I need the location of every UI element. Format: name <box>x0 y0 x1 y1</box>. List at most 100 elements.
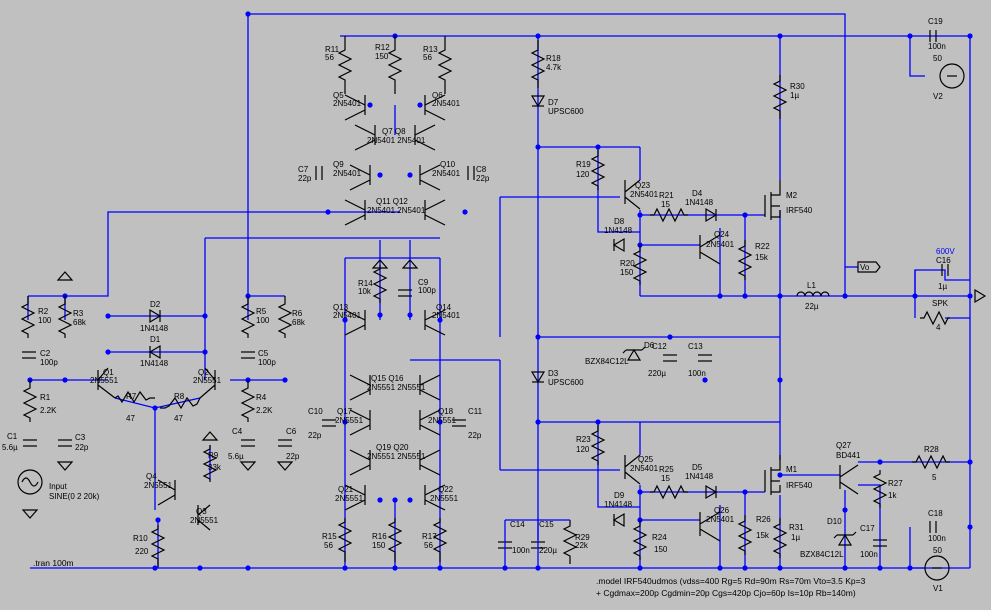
label-c16-rating: 600V <box>936 247 955 256</box>
label-q7-q8-type: 2N5401 2N5401 <box>367 136 426 145</box>
resistor-r20 <box>632 245 648 285</box>
resistor-r5 <box>240 296 256 338</box>
label-q25-type: 2N5401 <box>630 464 659 473</box>
diode-d3 <box>530 371 546 384</box>
label-r1-value: 2.2K <box>40 406 57 415</box>
label-r20: R20 <box>620 259 635 268</box>
label-c17-value: 100n <box>860 550 878 559</box>
resistor-r21 <box>650 207 688 223</box>
label-r28: R28 <box>924 445 939 454</box>
label-c16: C16 <box>936 256 951 265</box>
label-r7-value: 47 <box>126 414 135 423</box>
label-spk: SPK <box>932 299 949 308</box>
label-r22: R22 <box>755 242 770 251</box>
label-q14: Q14 <box>436 303 452 312</box>
capacitor-c16 <box>941 264 949 276</box>
label-q11-q12: Q11 Q12 <box>376 197 408 206</box>
diode-d7 <box>530 95 546 108</box>
resistor-r4 <box>240 380 256 422</box>
label-q21-type: 2N5551 <box>335 494 364 503</box>
label-c3: C3 <box>75 433 86 442</box>
resistor-r29 <box>562 520 578 564</box>
label-r4: R4 <box>256 393 267 402</box>
label-r24-value: 150 <box>654 545 668 554</box>
label-r5: R5 <box>256 307 267 316</box>
label-q21: Q21 <box>338 485 354 494</box>
label-q1: Q1 <box>103 368 114 377</box>
label-r26: R26 <box>756 515 771 524</box>
label-c5-value: 100p <box>258 358 276 367</box>
resistor-r12 <box>387 36 403 94</box>
label-q6: Q6 <box>432 91 443 100</box>
directive-model-line-2: + Cgdmax=200p Cgdmin=20p Cgs=420p Cjo=60… <box>596 588 856 598</box>
label-d2-type: 1N4148 <box>140 324 169 333</box>
label-r25-value: 15 <box>661 474 670 483</box>
capacitor-c8 <box>467 166 475 180</box>
label-q10-type: 2N5401 <box>432 169 461 178</box>
label-c8: C8 <box>476 165 487 174</box>
capacitor-c6 <box>278 439 292 447</box>
label-q9-type: 2N5401 <box>333 169 362 178</box>
resistor-r3 <box>57 296 73 338</box>
label-q19-q20: Q19 Q20 <box>376 443 409 452</box>
label-q6-type: 2N5401 <box>432 99 461 108</box>
capacitor-c3 <box>58 439 72 447</box>
resistor-r13 <box>437 36 453 94</box>
label-c1-value: 5.6µ <box>2 443 18 452</box>
label-r2: R2 <box>38 307 49 316</box>
label-r18: R18 <box>546 54 561 63</box>
label-d4: D4 <box>692 189 703 198</box>
label-c10: C10 <box>308 407 323 416</box>
label-c6-value: 22p <box>286 452 300 461</box>
capacitor-c2 <box>22 351 36 359</box>
label-r30: R30 <box>790 82 805 91</box>
label-r17-value: 56 <box>424 541 433 550</box>
resistor-r18 <box>530 40 546 88</box>
label-input: Input <box>49 482 68 491</box>
resistor-r9 <box>202 445 218 482</box>
resistor-r25 <box>650 484 688 500</box>
label-r9-value: 33k <box>208 463 222 472</box>
label-r25: R25 <box>659 465 674 474</box>
resistor-r31 <box>772 518 788 558</box>
label-d3: D3 <box>548 369 559 378</box>
label-r16: R16 <box>372 532 387 541</box>
label-d9: D9 <box>614 491 625 500</box>
label-r12-value: 150 <box>375 52 389 61</box>
label-q18-type: 2N5551 <box>428 416 457 425</box>
resistor-r14 <box>372 265 388 303</box>
voltage-source-v1 <box>924 555 950 581</box>
label-r12: R12 <box>375 43 390 52</box>
label-d3-type: UPSC600 <box>548 378 584 387</box>
label-q9: Q9 <box>333 160 344 169</box>
resistor-r7 <box>114 390 155 404</box>
label-q2-type: 2N5551 <box>193 376 222 385</box>
label-v1-value: 50 <box>933 546 942 555</box>
label-d10-type: BZX84C12L <box>800 550 844 559</box>
capacitor-c5 <box>241 351 255 359</box>
label-r27-value: 1k <box>888 491 897 500</box>
label-vo: Vo <box>860 263 870 272</box>
label-r24: R24 <box>652 533 667 542</box>
label-m2: M2 <box>786 191 798 200</box>
label-c11-value: 22p <box>468 431 482 440</box>
label-r2-value: 100 <box>38 316 52 325</box>
resistor-r6 <box>277 296 293 338</box>
label-q7-q8: Q7 Q8 <box>382 127 406 136</box>
label-d5: D5 <box>692 463 703 472</box>
label-r28-value: 5 <box>932 473 937 482</box>
label-c9-value: 100p <box>418 286 436 295</box>
capacitor-c18 <box>929 521 937 533</box>
label-r8: R8 <box>174 392 185 401</box>
transistors <box>97 94 859 542</box>
resistor-r17 <box>432 518 448 562</box>
component-labels: R11 56 R12 150 R13 56 Q5 2N5401 Q6 2N540… <box>2 17 955 593</box>
capacitor-c17 <box>873 539 887 547</box>
label-r20-value: 150 <box>620 268 634 277</box>
label-q23-type: 2N5401 <box>630 190 659 199</box>
resistor-r1 <box>22 380 38 422</box>
resistor-r23 <box>590 425 606 465</box>
label-l1: L1 <box>807 281 816 290</box>
label-c15-value: 220µ <box>539 546 557 555</box>
resistor-r16 <box>387 518 403 562</box>
